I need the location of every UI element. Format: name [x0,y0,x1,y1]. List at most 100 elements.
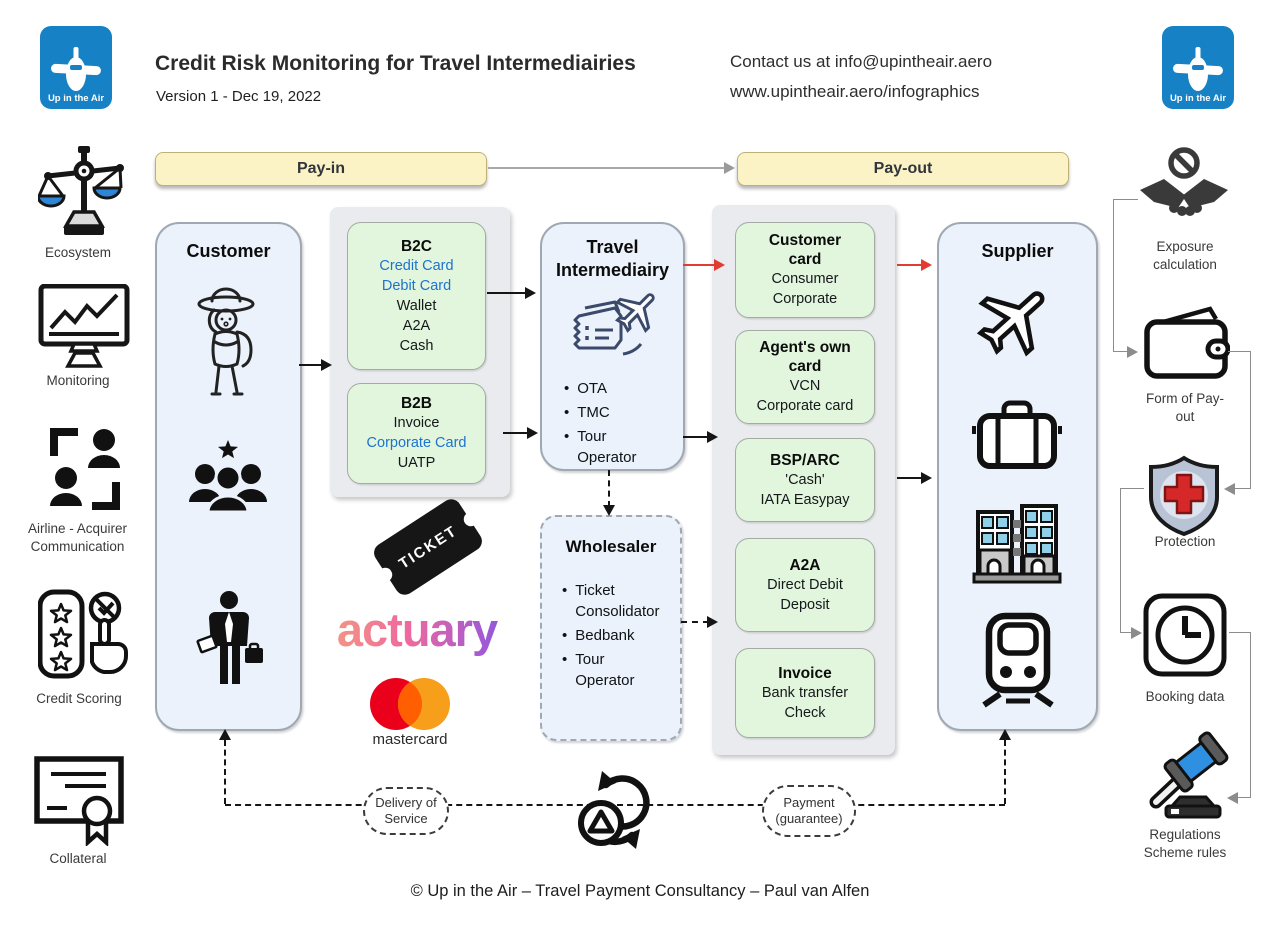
pay-in-label: Pay-in [296,160,345,177]
wholesaler-item-bedbank: Bedbank [562,625,670,646]
connector-exposure-out [1113,199,1138,200]
sidebar-label-credit-scoring: Credit Scoring [36,691,122,706]
arrowhead-b2c-to-ti [525,287,536,299]
payout-invoice-box: Invoice Bank transfer Check [735,648,875,738]
arrowhead-customer-card-to-supplier [921,259,932,271]
connector-shield-clock-v [1120,488,1121,633]
brand-logo-text: Up in the Air [47,93,105,104]
arrow-ti-to-payout [683,436,709,438]
b2c-item-cash: Cash [399,337,434,354]
brand-logo-text: Up in the Air [1169,93,1227,104]
customer-group-icon [189,440,267,514]
payout-customer-card-title: Customer card [768,232,842,268]
wholesaler-box: Wholesaler Ticket Consolidator Bedbank T… [540,515,682,741]
b2b-item-invoice: Invoice [393,415,440,431]
payout-a2a-line1: Direct Debit [767,576,843,593]
luggage-icon [972,400,1062,469]
wallet-icon [1144,306,1230,379]
ticket-notch-right [461,509,481,529]
b2c-box: B2C Credit Card Debit Card Wallet A2A Ca… [347,222,486,370]
contact-url: www.upintheair.aero/infographics [730,82,980,101]
supplier-title: Supplier [981,241,1054,261]
b2c-item-wallet: Wallet [396,297,437,314]
connector-clock-out [1229,632,1251,633]
arrowhead-into-customer [219,729,231,740]
customer-title: Customer [186,241,271,261]
arrowhead-payin-payout [724,162,735,174]
pay-out-banner: Pay-out [737,152,1069,186]
certificate-icon [34,756,124,846]
connector-gavel-in [1237,797,1251,798]
loop-supplier-vertical [1004,740,1006,804]
sidebar-label-collateral: Collateral [49,851,107,866]
arrow-ti-to-customer-card [683,264,716,266]
sidebar-label-ecosystem: Ecosystem [44,245,112,260]
version-label: Version 1 - Dec 19, 2022 [156,88,322,105]
arrow-b2c-to-ti [487,292,527,294]
connector-clock-gavel-v [1250,632,1251,798]
train-icon [982,612,1054,708]
payout-bsp-arc-line2: IATA Easypay [760,491,850,508]
connector-exposure-wallet-v [1113,199,1114,352]
arrow-ti-to-wholesaler [608,470,610,507]
arrow-bsp-to-supplier [897,477,923,479]
arrow-payin-payout [488,167,726,169]
travel-intermediary-list: OTA TMC Tour Operator [564,378,664,468]
brand-logo-left: Up in the Air [40,26,112,109]
travel-intermediary-title: Travel Intermediairy [555,237,670,280]
payout-a2a-box: A2A Direct Debit Deposit [735,538,875,632]
rating-check-icon [38,589,128,679]
connector-wallet-shield-v [1250,351,1251,489]
payout-bsp-arc-box: BSP/ARC 'Cash' IATA Easypay [735,438,875,522]
arrow-b2b-to-ti [503,432,529,434]
b2b-title: B2B [400,395,432,412]
arrowhead-ti-to-payout [707,431,718,443]
ticket-logo-text: TICKET [395,521,461,573]
shield-cross-icon [1149,455,1219,537]
arrowhead-into-wallet [1127,346,1138,358]
sidebar-label-airline-acquirer: Airline - Acquirer Communication [27,521,128,554]
payout-agent-card-line2: Corporate card [756,398,854,414]
mastercard-logo-text: mastercard [372,731,448,748]
arrowhead-into-supplier [999,729,1011,740]
clock-icon [1143,593,1227,677]
b2b-item-uatp: UATP [397,455,436,471]
arrowhead-b2b-to-ti [527,427,538,439]
payout-agent-card-box: Agent's own card VCN Corporate card [735,330,875,424]
connector-shield-out [1120,488,1144,489]
ti-item-tmc: TMC [564,402,664,423]
connector-wallet-out [1228,351,1251,352]
ti-item-ota: OTA [564,378,664,399]
payment-guarantee-label: Payment (guarantee) [762,785,856,837]
footer-copyright: © Up in the Air – Travel Payment Consult… [410,882,870,900]
payout-invoice-title: Invoice [778,664,832,682]
arrowhead-into-gavel [1227,792,1238,804]
hotel-building-icon [972,504,1062,584]
wholesaler-title: Wholesaler [565,537,657,556]
payout-invoice-line1: Bank transfer [761,684,849,701]
wholesaler-item-consolidator: Ticket Consolidator [562,580,670,622]
arrowhead-ti-to-wholesaler [603,505,615,516]
b2c-title: B2C [400,237,432,255]
people-communication-icon [50,428,120,510]
ti-item-tour-operator: Tour Operator [564,426,664,468]
payout-customer-card-line1: Consumer [771,271,839,287]
pay-out-label: Pay-out [873,160,933,177]
payout-customer-card-line2: Corporate [772,291,838,307]
travel-intermediary-box: Travel Intermediairy OTA TMC Tour Operat… [540,222,685,471]
arrowhead-bsp-to-supplier [921,472,932,484]
arrowhead-into-clock [1131,627,1142,639]
delivery-of-service-label: Delivery of Service [363,787,449,835]
mastercard-logo-icon [370,678,450,730]
ticket-notch-left [375,565,395,585]
b2b-box: B2B Invoice Corporate Card UATP [347,383,486,484]
recurring-cycle-icon [578,771,650,849]
contact-email: Contact us at info@upintheair.aero [730,52,993,71]
payout-a2a-title: A2A [789,556,821,574]
supplier-airplane-icon [976,291,1045,357]
payout-bsp-arc-line1: 'Cash' [785,471,825,488]
arrowhead-ti-to-customer-card [714,259,725,271]
no-deal-handshake-icon [1140,147,1228,216]
arrowhead-into-shield [1224,483,1235,495]
